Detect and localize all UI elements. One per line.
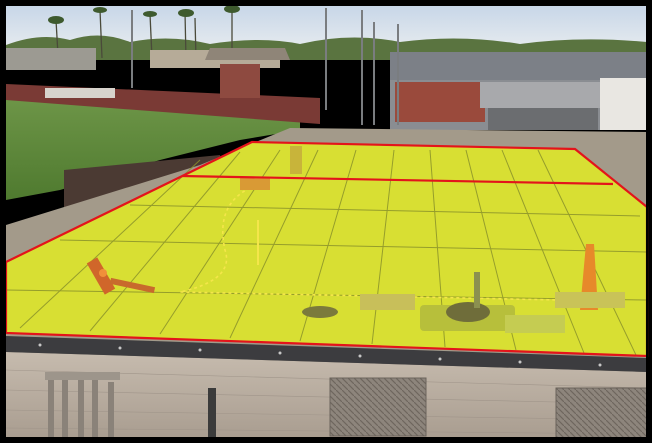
wall-pipes (45, 372, 120, 438)
wall-vent-center (329, 377, 427, 437)
safety-line (179, 187, 561, 301)
vent-unit (360, 294, 415, 310)
banner (45, 88, 115, 98)
anchor-post (290, 146, 302, 174)
safety-anchor-icon (86, 257, 156, 295)
annex-roof (480, 82, 600, 108)
roof-seams (5, 149, 648, 356)
hvac-unit-icon (420, 272, 565, 333)
white-annex (600, 78, 647, 130)
parapet-edge (6, 336, 647, 372)
rooftop-equipment (86, 146, 625, 333)
brick-section (395, 82, 485, 122)
utility-poles (131, 8, 399, 125)
vent-unit-right (555, 292, 625, 308)
roof-drain (302, 306, 338, 318)
building-facade (6, 352, 647, 438)
distant-roof (205, 48, 290, 60)
distant-building-left (6, 48, 96, 70)
palm-crowns (48, 5, 240, 24)
downspout (208, 388, 216, 438)
anchor-base (240, 178, 270, 190)
roof-section-divider (181, 174, 614, 186)
parapet-bolts (38, 343, 602, 367)
inner-frame (4, 4, 648, 439)
garage-door (488, 108, 598, 130)
building-roof (390, 52, 647, 82)
press-box (220, 64, 260, 98)
wall-vent-right (555, 387, 648, 439)
